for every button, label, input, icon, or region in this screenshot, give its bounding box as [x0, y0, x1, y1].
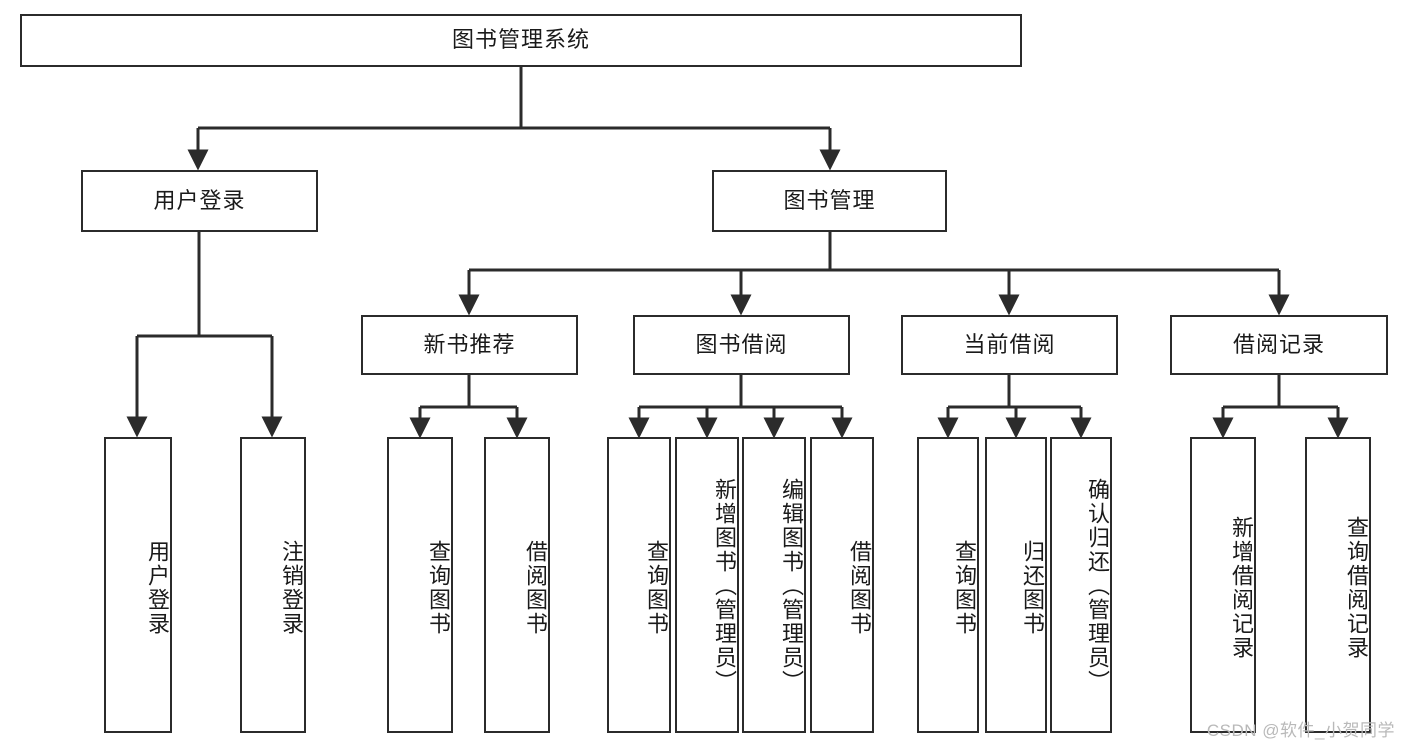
node-new-book-recommend[interactable]: 新书推荐 — [361, 315, 578, 375]
leaf-logout-label: 注销登录 — [279, 540, 304, 636]
node-current-borrow[interactable]: 当前借阅 — [901, 315, 1118, 375]
leaf-borrow-books-recommend[interactable]: 借阅图书 — [484, 437, 550, 733]
leaf-borrow-books-recommend-label: 借阅图书 — [523, 540, 548, 636]
leaf-query-borrow-record-label: 查询借阅记录 — [1344, 516, 1369, 660]
leaf-add-book-admin[interactable]: 新增图书（管理员） — [675, 437, 739, 733]
leaf-borrow-books[interactable]: 借阅图书 — [810, 437, 874, 733]
node-book-borrow[interactable]: 图书借阅 — [633, 315, 850, 375]
leaf-borrow-books-label: 借阅图书 — [847, 540, 872, 636]
node-root[interactable]: 图书管理系统 — [20, 14, 1022, 67]
node-book-management[interactable]: 图书管理 — [712, 170, 947, 232]
node-book-borrow-label: 图书借阅 — [695, 331, 788, 357]
leaf-query-books-recommend[interactable]: 查询图书 — [387, 437, 453, 733]
leaf-query-books-recommend-label: 查询图书 — [426, 540, 451, 636]
node-new-book-recommend-label: 新书推荐 — [423, 331, 516, 357]
node-root-label: 图书管理系统 — [451, 27, 590, 53]
leaf-user-login[interactable]: 用户登录 — [104, 437, 172, 733]
leaf-confirm-return-admin[interactable]: 确认归还（管理员） — [1050, 437, 1112, 733]
node-borrow-records-label: 借阅记录 — [1232, 331, 1325, 357]
leaf-user-login-label: 用户登录 — [145, 540, 170, 636]
leaf-query-books-borrow-label: 查询图书 — [644, 540, 669, 636]
leaf-return-books-label: 归还图书 — [1020, 540, 1045, 636]
leaf-confirm-return-admin-label: 确认归还（管理员） — [1085, 478, 1110, 694]
node-user-login[interactable]: 用户登录 — [81, 170, 318, 232]
node-borrow-records[interactable]: 借阅记录 — [1170, 315, 1388, 375]
node-current-borrow-label: 当前借阅 — [963, 331, 1056, 357]
leaf-query-borrow-record[interactable]: 查询借阅记录 — [1305, 437, 1371, 733]
leaf-add-borrow-record[interactable]: 新增借阅记录 — [1190, 437, 1256, 733]
leaf-query-books-current-label: 查询图书 — [952, 540, 977, 636]
leaf-query-books-borrow[interactable]: 查询图书 — [607, 437, 671, 733]
node-user-login-label: 用户登录 — [153, 187, 246, 213]
leaf-edit-book-admin-label: 编辑图书（管理员） — [779, 478, 804, 694]
leaf-edit-book-admin[interactable]: 编辑图书（管理员） — [742, 437, 806, 733]
leaf-add-book-admin-label: 新增图书（管理员） — [712, 478, 737, 694]
leaf-logout[interactable]: 注销登录 — [240, 437, 306, 733]
leaf-add-borrow-record-label: 新增借阅记录 — [1229, 516, 1254, 660]
leaf-return-books[interactable]: 归还图书 — [985, 437, 1047, 733]
watermark-text: CSDN @软件_小贺同学 — [1206, 721, 1395, 740]
node-book-management-label: 图书管理 — [783, 187, 876, 213]
leaf-query-books-current[interactable]: 查询图书 — [917, 437, 979, 733]
